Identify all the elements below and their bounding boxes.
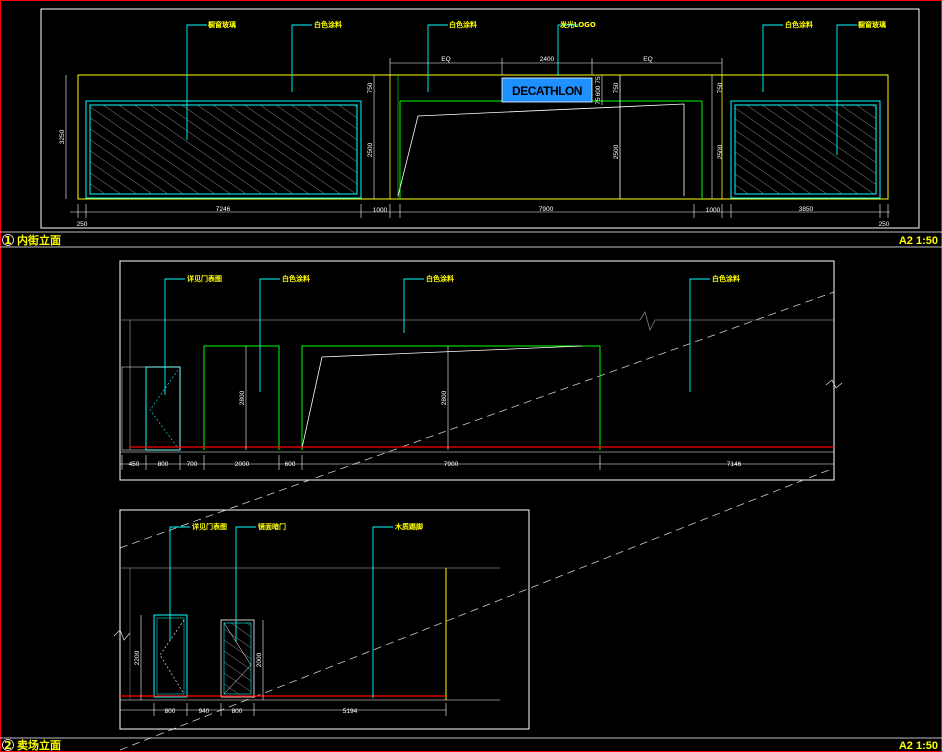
dim-2800-a: 2800 <box>239 390 246 405</box>
annotation-shop-glass-right: 橱窗玻璃 <box>858 20 886 29</box>
annotation-white-paint-2: 白色涂料 <box>449 20 477 29</box>
dim-2500-a: 2500 <box>367 142 374 157</box>
dim-logo-600: 600 <box>595 85 602 96</box>
dim-1000-right: 1000 <box>706 207 721 214</box>
door-lower <box>153 614 188 698</box>
dim-logo-75a: 75 <box>595 76 602 84</box>
annotation-upper-paint-2: 白色涂料 <box>426 274 454 283</box>
dim-eq-right: EQ <box>643 56 652 63</box>
title-bar-1: 1 内街立面 A2 1:50 <box>0 231 942 248</box>
mirror-door <box>220 619 255 698</box>
dim-940: 940 <box>199 708 210 715</box>
dim-800-upper: 800 <box>158 461 169 468</box>
annotation-logo: 发光LOGO <box>559 20 596 29</box>
dim-800-lower-a: 800 <box>165 708 176 715</box>
title-2-scale: A2 1:50 <box>899 740 938 752</box>
logo-box <box>501 77 593 103</box>
shop-window-left <box>85 100 362 199</box>
dim-7900-upper: 7900 <box>444 461 459 468</box>
annotation-shop-glass-left: 橱窗玻璃 <box>208 20 236 29</box>
title-bar-2: 2 卖场立面 A2 1:50 <box>0 737 942 752</box>
door-upper <box>145 366 181 451</box>
dim-600: 600 <box>285 461 296 468</box>
dim-2500-b: 2500 <box>613 144 620 159</box>
title-1-scale: A2 1:50 <box>899 235 938 247</box>
dim-7900: 7900 <box>539 206 554 213</box>
dim-2000-lower: 2000 <box>256 652 263 667</box>
title-2-text: 卖场立面 <box>17 738 61 752</box>
annotation-white-paint-3: 白色涂料 <box>785 20 813 29</box>
title-1-text: 内街立面 <box>17 233 61 247</box>
title-1-number: 1 <box>4 234 12 247</box>
dim-5194: 5194 <box>343 708 358 715</box>
elevation-1: DECATHLON 橱窗玻璃 白色涂料 白色涂料 发光LOGO 白色涂料 橱窗玻… <box>40 8 920 229</box>
dim-250-left: 250 <box>77 221 88 228</box>
dim-1000-left: 1000 <box>373 207 388 214</box>
annotation-white-paint-1: 白色涂料 <box>314 20 342 29</box>
entrance-canopy <box>397 103 685 197</box>
dim-2400: 2400 <box>540 56 555 63</box>
dim-3850: 3850 <box>799 206 814 213</box>
dim-2800-b: 2800 <box>441 390 448 405</box>
logo-text: DECATHLON <box>512 84 582 98</box>
dim-700: 700 <box>187 461 198 468</box>
viewport-frame-3 <box>119 509 530 730</box>
shop-window-right <box>730 100 881 199</box>
dim-750-a: 750 <box>367 82 374 93</box>
annotation-wood-skirting: 木质踢脚 <box>394 522 423 531</box>
canopy-upper <box>301 345 583 449</box>
dim-logo-750: 750 <box>613 82 620 93</box>
annotation-upper-paint-3: 白色涂料 <box>712 274 740 283</box>
dim-450: 450 <box>129 461 140 468</box>
dim-2000: 2000 <box>235 461 250 468</box>
dim-7146: 7146 <box>727 461 742 468</box>
dim-logo-75b: 75 <box>595 97 602 105</box>
dim-2500-right: 2500 <box>717 144 724 159</box>
elevation-2-upper: 2800 2800 450 800 700 2000 600 7900 7146… <box>119 260 843 751</box>
annotation-door-table-upper: 详见门表图 <box>187 274 222 283</box>
dim-800-lower-b: 800 <box>232 708 243 715</box>
dim-250-right: 250 <box>879 221 890 228</box>
annotation-mirror-door: 镜面暗门 <box>258 522 286 531</box>
dim-eq-left: EQ <box>441 56 450 63</box>
dim-3250: 3250 <box>59 129 66 144</box>
title-2-number: 2 <box>4 739 12 752</box>
viewport-frame-1 <box>40 8 920 229</box>
elevation-2-lower: 2200 2000 800 940 800 5194 详见门表图 镜面暗门 木质… <box>113 509 530 730</box>
dim-7246: 7246 <box>216 206 231 213</box>
annotation-door-table-lower: 详见门表图 <box>192 522 227 531</box>
dim-750-right: 750 <box>717 82 724 93</box>
annotation-upper-paint-1: 白色涂料 <box>282 274 310 283</box>
viewport-frame-2 <box>119 260 835 481</box>
dim-2200: 2200 <box>134 650 141 665</box>
